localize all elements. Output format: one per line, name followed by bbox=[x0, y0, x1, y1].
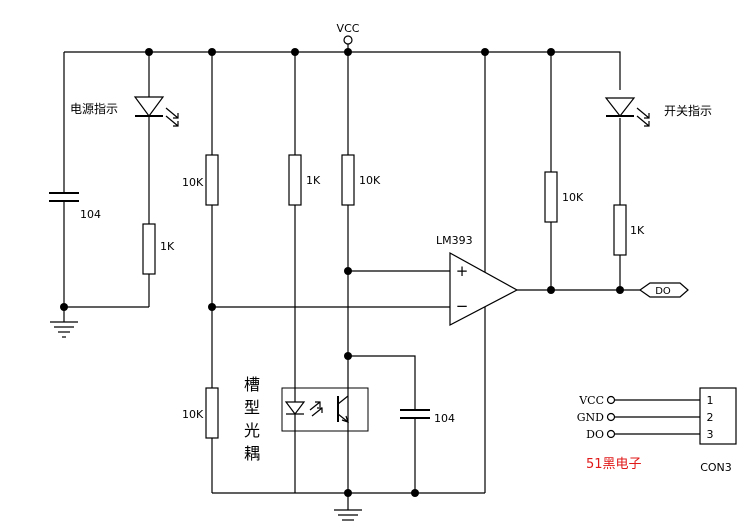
comparator-plus-sign: + bbox=[456, 262, 469, 280]
connector-con3 bbox=[606, 387, 737, 445]
resistor-1k-led-switch-label: 1K bbox=[630, 224, 645, 237]
resistor-10k-ref bbox=[341, 154, 355, 206]
resistor-10k-left-top bbox=[205, 154, 219, 206]
ground-symbol-bottom bbox=[334, 509, 362, 521]
wires bbox=[63, 44, 700, 510]
switch-indicator-label: 开关指示 bbox=[664, 103, 712, 118]
optocoupler-char-3: 光 bbox=[244, 421, 260, 440]
comparator-label: LM393 bbox=[436, 234, 473, 247]
connector-signal-gnd: GND bbox=[577, 411, 604, 424]
do-output-flag bbox=[638, 282, 689, 298]
capacitor-right-label: 104 bbox=[434, 412, 455, 425]
connector-name: CON3 bbox=[700, 461, 732, 474]
vcc-label: VCC bbox=[337, 22, 360, 35]
capacitor-left-label: 104 bbox=[80, 208, 101, 221]
connector-signal-do: DO bbox=[586, 428, 604, 441]
connector-signal-vcc: VCC bbox=[578, 394, 604, 407]
power-led bbox=[133, 96, 179, 127]
do-output-label: DO bbox=[655, 286, 671, 297]
connector-pin-1: 1 bbox=[707, 394, 714, 407]
slot-optocoupler bbox=[281, 387, 369, 432]
capacitor-left bbox=[49, 192, 79, 202]
lm393-comparator bbox=[449, 251, 519, 326]
connector-pin-3: 3 bbox=[707, 428, 714, 441]
resistor-1k-opto bbox=[288, 154, 302, 206]
resistor-10k-left-top-label: 10K bbox=[182, 176, 204, 189]
comparator-minus-sign: − bbox=[456, 297, 469, 315]
brand-label: 51黑电子 bbox=[586, 457, 642, 472]
optocoupler-char-4: 耦 bbox=[244, 444, 260, 463]
switch-led bbox=[604, 97, 650, 127]
resistor-10k-left-bottom bbox=[205, 387, 219, 439]
power-indicator-label: 电源指示 bbox=[70, 101, 118, 116]
ground-symbol-left bbox=[50, 321, 78, 338]
connector-pin-2: 2 bbox=[707, 411, 714, 424]
resistor-10k-pullup-label: 10K bbox=[562, 191, 584, 204]
vcc-terminal bbox=[343, 35, 353, 45]
optocoupler-char-2: 型 bbox=[244, 398, 260, 417]
junction-dots bbox=[60, 48, 624, 497]
capacitor-right bbox=[400, 409, 430, 419]
resistor-10k-pullup bbox=[544, 171, 558, 223]
resistor-led-power bbox=[142, 223, 156, 275]
resistor-1k-led-switch bbox=[613, 204, 627, 256]
resistor-1k-opto-label: 1K bbox=[306, 174, 321, 187]
resistor-10k-ref-label: 10K bbox=[359, 174, 381, 187]
optocoupler-char-1: 槽 bbox=[244, 375, 260, 394]
resistor-led-power-label: 1K bbox=[160, 240, 175, 253]
resistor-10k-left-bottom-label: 10K bbox=[182, 408, 204, 421]
